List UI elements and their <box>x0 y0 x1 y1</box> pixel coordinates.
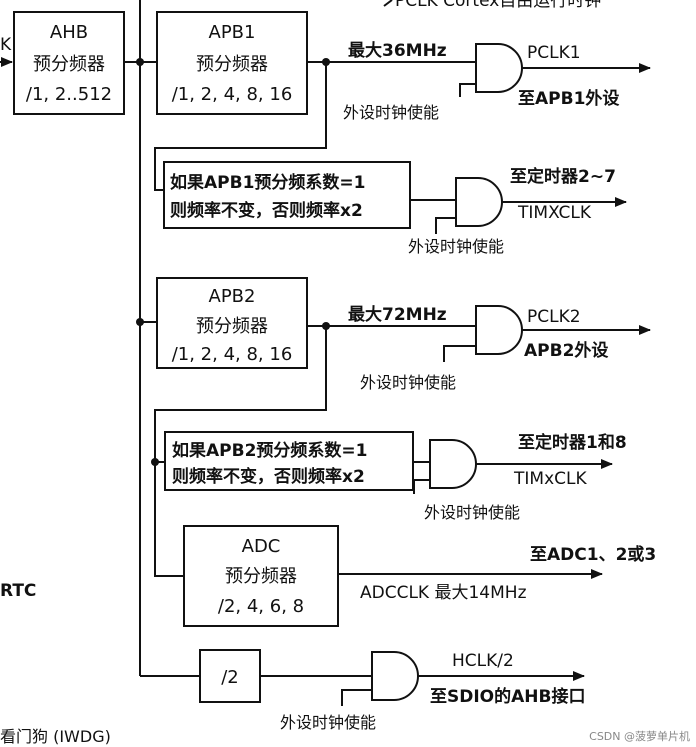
apb2-timer-and-gate <box>429 439 477 489</box>
apb2-timer-dest: 至定时器1和8 <box>518 432 627 453</box>
sdio-dest-label: 至SDIO的AHB接口 <box>430 686 585 707</box>
apb1-timer-feed-wire <box>154 62 327 191</box>
left-cut-k: K <box>0 35 12 55</box>
adc-title: ADC <box>242 536 281 557</box>
apb2-line3: /1, 2, 4, 8, 16 <box>172 344 293 365</box>
apb1-timer-out: TIMXCLK <box>517 203 592 223</box>
apb2-prescaler-box <box>156 277 308 369</box>
apb1-timer-box <box>163 161 411 229</box>
apb1-timer-line2: 则频率不变，否则频率x2 <box>170 200 363 221</box>
apb1-line2: 预分频器 <box>196 54 268 75</box>
apb2-timer-line1: 如果APB2预分频系数=1 <box>172 440 367 461</box>
apb2-line2: 预分频器 <box>196 316 268 337</box>
apb2-timer-box <box>164 431 414 491</box>
apb1-timer-enable-label: 外设时钟使能 <box>408 237 504 256</box>
top-cut-text: PCLK Cortex自由运行时钟 <box>395 0 601 11</box>
div2-label: /2 <box>221 667 239 688</box>
ahb-line2: 预分频器 <box>33 54 105 75</box>
apb2-and-gate <box>475 305 523 355</box>
pclk1-label: PCLK1 <box>527 43 581 63</box>
adc-line3: /2, 4, 6, 8 <box>218 596 304 617</box>
apb1-dest-label: 至APB1外设 <box>518 88 619 109</box>
apb2-enable-label: 外设时钟使能 <box>360 373 456 392</box>
apb1-timer-line1: 如果APB1预分频系数=1 <box>170 172 365 193</box>
apb2-timer-enable-label: 外设时钟使能 <box>424 503 520 522</box>
ahb-line3: /1, 2..512 <box>26 84 112 105</box>
apb1-enable-wire <box>459 83 476 97</box>
div2-box <box>199 649 261 703</box>
adc-dest-label: 至ADC1、2或3 <box>530 544 656 565</box>
apb1-line3: /1, 2, 4, 8, 16 <box>172 84 293 105</box>
apb1-timer-enable-wire <box>435 217 456 234</box>
sdio-enable-wire <box>341 689 372 706</box>
apb2-timer-enable-wire <box>413 479 430 494</box>
pclk2-label: PCLK2 <box>527 307 581 327</box>
apb2-max-label: 最大72MHz <box>348 304 447 325</box>
apb1-timer-and-gate <box>455 177 503 227</box>
adcclk-label: ADCCLK 最大14MHz <box>360 583 527 603</box>
apb1-and-gate <box>475 43 523 93</box>
apb2-title: APB2 <box>209 286 256 307</box>
apb1-enable-label: 外设时钟使能 <box>343 103 439 122</box>
watermark: CSDN @菠萝单片机 <box>589 729 690 743</box>
rtc-label: RTC <box>0 581 36 601</box>
adc-prescaler-box <box>183 525 339 627</box>
iwdg-label: 看门狗 (IWDG) <box>0 727 111 746</box>
apb2-timer-out: TIMxCLK <box>513 469 587 489</box>
top-cut-arrow <box>383 0 393 7</box>
apb2-enable-wire <box>443 345 476 362</box>
adc-feed-wire <box>154 462 184 577</box>
adc-line2: 预分频器 <box>225 566 297 587</box>
hclk2-label: HCLK/2 <box>452 651 514 671</box>
apb1-timer-dest: 至定时器2~7 <box>510 166 616 187</box>
sdio-enable-label: 外设时钟使能 <box>280 713 376 732</box>
apb2-dest-label: APB2外设 <box>524 340 608 361</box>
sdio-and-gate <box>371 651 419 701</box>
ahb-title: AHB <box>50 22 88 43</box>
apb1-title: APB1 <box>209 22 256 43</box>
apb2-timer-line2: 则频率不变，否则频率x2 <box>172 466 365 487</box>
apb1-max-label: 最大36MHz <box>348 40 447 61</box>
